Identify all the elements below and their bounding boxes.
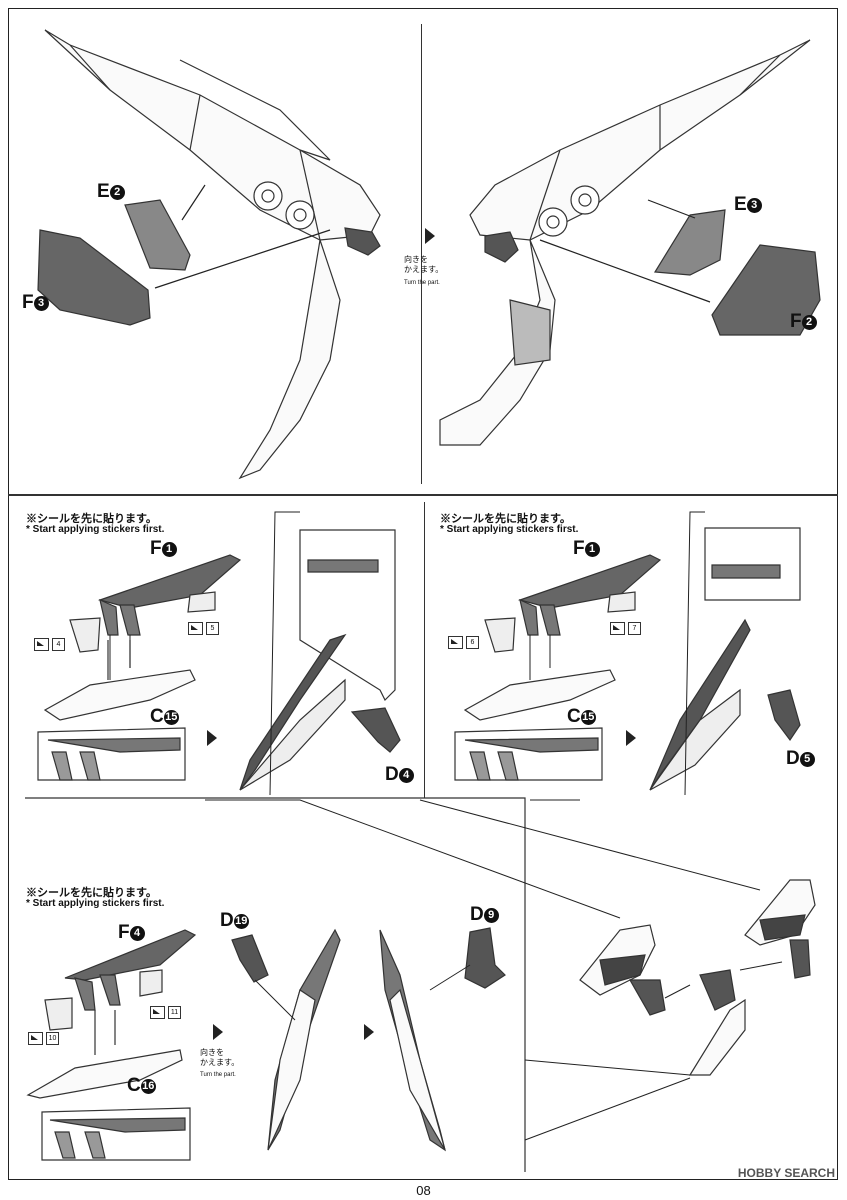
part-number-badge: 3 [33,296,49,311]
turn-note-line2: かえます。 [404,265,444,274]
sticker-icon [28,1032,43,1045]
sticker-number: 11 [168,1006,181,1019]
part-letter: E [97,181,110,202]
part-letter: C [150,706,164,727]
part-number-badge: 4 [398,768,414,783]
part-letter: F [573,538,585,559]
sticker-number: 10 [46,1032,59,1045]
part-number-badge: 19 [233,914,249,929]
turn-note-line1: 向きを [404,255,428,264]
page-frame [8,8,838,1180]
sticker-note-en: * Start applying stickers first. [26,524,165,535]
section-divider-top [8,494,838,496]
step1-center-divider [421,24,422,484]
sticker-note-jp: ※シールを先に貼ります。 [26,887,157,899]
turn-note-en: Turn the part. [404,280,440,286]
sticker-icon [150,1006,165,1019]
part-number-badge: 15 [580,710,596,725]
part-number-badge: 2 [109,185,125,200]
part-letter: F [118,922,130,943]
turn-note-jp: 向きを かえます。 [200,1048,239,1068]
sticker-number: 7 [628,622,641,635]
part-letter: F [790,311,802,332]
page-number: 08 [416,1183,431,1198]
sticker-number: 4 [52,638,65,651]
part-number-badge: 9 [483,908,499,923]
part-letter: E [734,194,747,215]
part-letter: D [786,748,800,769]
part-number-badge: 1 [161,542,177,557]
sticker-icon [34,638,49,651]
part-letter: C [127,1075,141,1096]
part-number-badge: 1 [584,542,600,557]
part-number-badge: 5 [799,752,815,767]
part-number-badge: 2 [801,315,817,330]
part-number-badge: 3 [746,198,762,213]
step2-center-divider [424,502,425,798]
step-arrow-icon [213,1024,223,1040]
sticker-icon [610,622,625,635]
sticker-note-jp: ※シールを先に貼ります。 [26,513,157,525]
part-number-badge: 15 [163,710,179,725]
step-arrow-icon [425,228,435,244]
part-letter: D [385,764,399,785]
turn-note-jp: 向きを かえます。 [404,255,443,275]
part-letter: F [22,292,34,313]
part-number-badge: 16 [140,1079,156,1094]
sticker-number: 5 [206,622,219,635]
part-letter: D [470,904,484,925]
turn-note-en: Turn the part. [200,1072,236,1078]
part-letter: F [150,538,162,559]
sticker-note-en: * Start applying stickers first. [26,898,165,909]
watermark: HOBBY SEARCH [737,1166,835,1180]
part-letter: D [220,910,234,931]
sticker-note-en: * Start applying stickers first. [440,524,579,535]
part-letter: C [567,706,581,727]
step-arrow-icon [207,730,217,746]
turn-note-line1: 向きを [200,1048,224,1057]
step-arrow-icon [364,1024,374,1040]
sticker-number: 6 [466,636,479,649]
turn-note-line2: かえます。 [200,1058,240,1067]
sticker-icon [188,622,203,635]
step-arrow-icon [626,730,636,746]
part-number-badge: 4 [129,926,145,941]
sticker-icon [448,636,463,649]
sticker-note-jp: ※シールを先に貼ります。 [440,513,571,525]
